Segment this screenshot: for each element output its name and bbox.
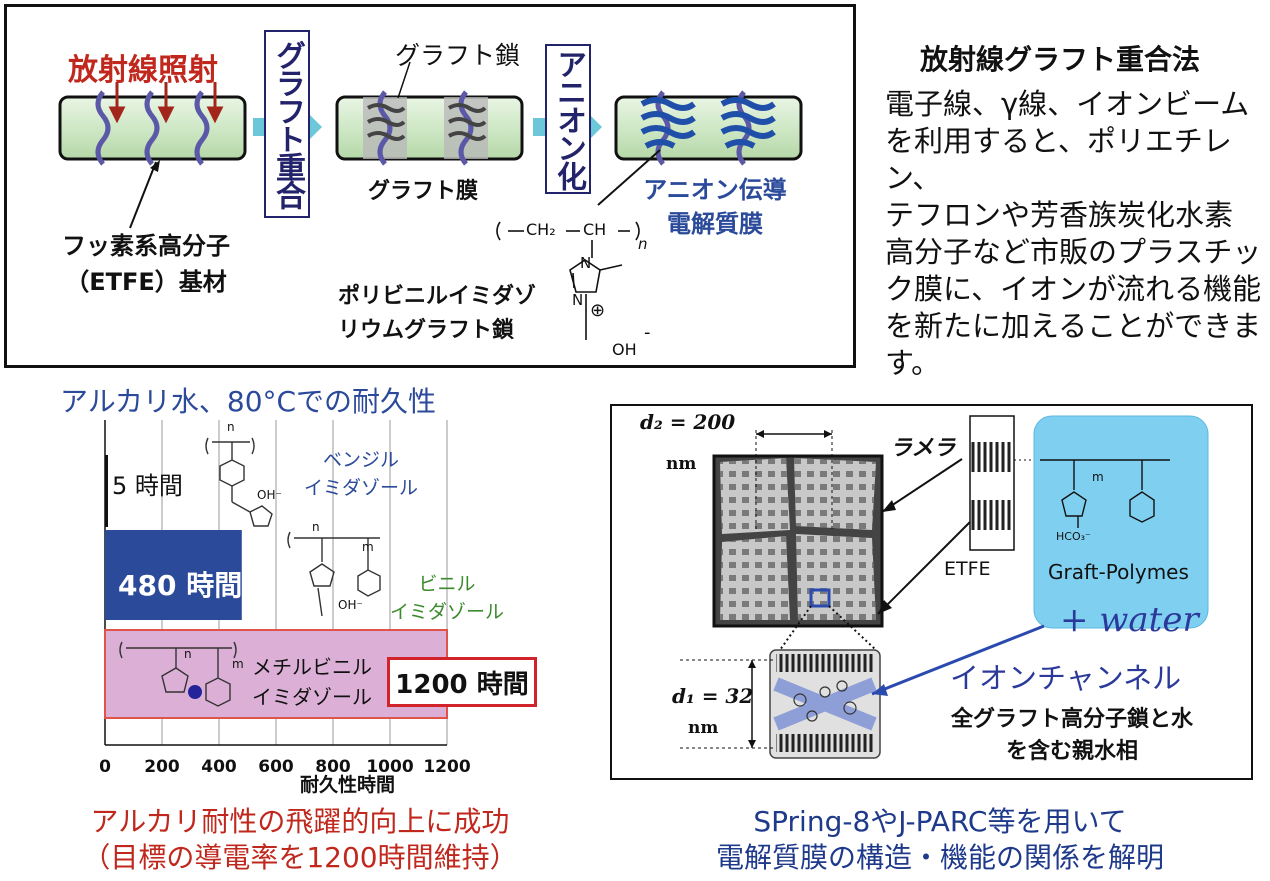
chart-xlabel: 耐久性時間: [300, 774, 396, 796]
x-tick-label: 1200: [423, 757, 470, 777]
charge-dot: [188, 685, 202, 699]
n-sub-vinyl: n: [312, 520, 320, 534]
method-line: テフロンや芳香族炭化水素: [885, 198, 1234, 232]
water-label: + water: [1060, 600, 1199, 640]
pvi-graft-label: ポリビニルイミダゾ リウムグラフト鎖: [338, 280, 536, 348]
bar-label-1200h-box: 1200 時間: [387, 657, 537, 707]
m-sub-vinyl: m: [362, 540, 374, 554]
left-caption: アルカリ耐性の飛躍的向上に成功 （目標の導電率を1200時間維持）: [40, 804, 560, 876]
vinyl-line2: イミダゾール: [389, 601, 504, 623]
anion-membrane-label: アニオン伝導 電解質膜: [640, 173, 790, 241]
method-line: を利用すると、ポリエチレン、: [885, 124, 1232, 195]
pvi-line2: リウムグラフト鎖: [338, 318, 515, 343]
hydro-line2: を含む親水相: [1005, 739, 1138, 764]
hydro-line1: 全グラフト高分子鎖と水: [950, 707, 1193, 732]
d1-label: d₁ = 32: [672, 684, 754, 708]
method-title: 放射線グラフト重合法: [920, 43, 1201, 76]
ch2-label: CH₂: [526, 220, 556, 239]
plus-charge: ⊕: [590, 300, 606, 321]
structure-diagram: [680, 415, 1209, 759]
polymer-chain: [194, 90, 210, 166]
etfe-label: ETFE: [944, 558, 991, 580]
ch-label: CH: [583, 220, 607, 239]
x-tick-label: 200: [144, 757, 180, 777]
pvi-line1: ポリビニルイミダゾ: [338, 284, 537, 309]
n-sub-benzyl: n: [227, 420, 235, 434]
ion-channel-label: イオンチャンネル: [950, 661, 1182, 695]
graft-polymerization-label: グラフト重合: [270, 40, 305, 208]
fluoro-line2: （ETFE）基材: [65, 268, 227, 296]
vinyl-line1: ビニル: [418, 573, 476, 595]
m-sub-struct: m: [1092, 470, 1104, 484]
graft-polymerization-box: グラフト重合: [264, 30, 310, 218]
method-line: を新たに加えることができます。: [885, 309, 1262, 380]
graft-film-label: グラフト膜: [368, 179, 479, 204]
x-tick-label: 400: [201, 757, 237, 777]
chart-molecules: [119, 437, 381, 707]
graft-polymes-label: Graft-Polymes: [1048, 560, 1189, 584]
benzyl-line1: ベンジル: [322, 449, 399, 471]
left-caption-line1: アルカリ耐性の飛躍的向上に成功: [90, 805, 510, 838]
right-caption: SPring-8やJ-PARC等を用いて 電解質膜の構造・機能の関係を解明: [640, 804, 1240, 876]
method-line: 高分子など市販のプラスチッ: [885, 235, 1262, 269]
polymer-chain: [95, 90, 111, 166]
left-caption-line2: （目標の導電率を1200時間維持）: [82, 841, 518, 874]
n-sub-methyl: n: [184, 647, 192, 661]
methyl-line2: イミダゾール: [252, 685, 372, 709]
polyvinylimidazolium-structure: [496, 221, 640, 340]
methyl-label: メチルビニル イミダゾール: [242, 652, 382, 712]
d2-label: d₂ = 200: [640, 410, 736, 434]
x-tick-label: 800: [315, 757, 351, 777]
minus-charge: -: [644, 322, 651, 343]
anionization-label: アニオン化: [551, 49, 586, 189]
polymer-chain: [144, 90, 160, 166]
irradiation-label: 放射線照射: [68, 53, 218, 88]
vinyl-label: ビニル イミダゾール: [388, 570, 506, 626]
bar-label-480h: 480 時間: [118, 569, 243, 602]
x-tick-label: 0: [99, 757, 111, 777]
n-subscript: n: [638, 235, 648, 253]
anionization-box: アニオン化: [545, 44, 591, 194]
fluoro-line1: フッ素系高分子: [62, 232, 230, 260]
anion-membrane-line1: アニオン伝導: [643, 176, 787, 204]
fluoro-substrate-label: フッ素系高分子 （ETFE）基材: [38, 228, 254, 300]
bar-1: [105, 530, 242, 620]
benzyl-label: ベンジル イミダゾール: [302, 446, 420, 502]
lamella-label: ラメラ: [890, 436, 956, 461]
bar-label-5h: 5 時間: [112, 472, 183, 500]
x-tick-label: 1000: [366, 757, 413, 777]
right-caption-line1: SPring-8やJ-PARC等を用いて: [753, 805, 1127, 838]
hydroxide-label: OH: [612, 340, 637, 359]
hydrophilic-phase-label: 全グラフト高分子鎖と水 を含む親水相: [942, 704, 1202, 768]
x-tick-label: 600: [258, 757, 294, 777]
nitrogen-plus-label: N: [572, 291, 584, 309]
bar-label-1200h: 1200 時間: [395, 669, 529, 700]
hco3-label: HCO₃⁻: [1056, 530, 1091, 543]
methyl-line1: メチルビニル: [252, 655, 372, 679]
d1-unit: nm: [688, 718, 719, 738]
method-line: ク膜に、イオンが流れる機能: [885, 272, 1262, 306]
method-line: 電子線、γ線、イオンビーム: [885, 87, 1250, 121]
method-description: 電子線、γ線、イオンビーム を利用すると、ポリエチレン、 テフロンや芳香族炭化水…: [885, 86, 1270, 382]
irradiation-arrows: [108, 82, 224, 124]
nitrogen-label: N: [580, 254, 592, 272]
graft-polymer-box: [1033, 415, 1209, 629]
anion-membrane-line2: 電解質膜: [667, 210, 763, 238]
d2-unit: nm: [666, 454, 697, 474]
etfe-film: [58, 95, 247, 161]
oh-vinyl: OH⁻: [338, 598, 363, 612]
m-sub-methyl: m: [232, 657, 244, 671]
graft-chain-label: グラフト鎖: [395, 41, 521, 70]
chart-title: アルカリ水、80°Cでの耐久性: [60, 385, 437, 418]
right-caption-line2: 電解質膜の構造・機能の関係を解明: [715, 841, 1164, 874]
oh-benzyl: OH⁻: [257, 488, 282, 502]
benzyl-line2: イミダゾール: [303, 477, 418, 499]
bar-0: [105, 455, 108, 527]
